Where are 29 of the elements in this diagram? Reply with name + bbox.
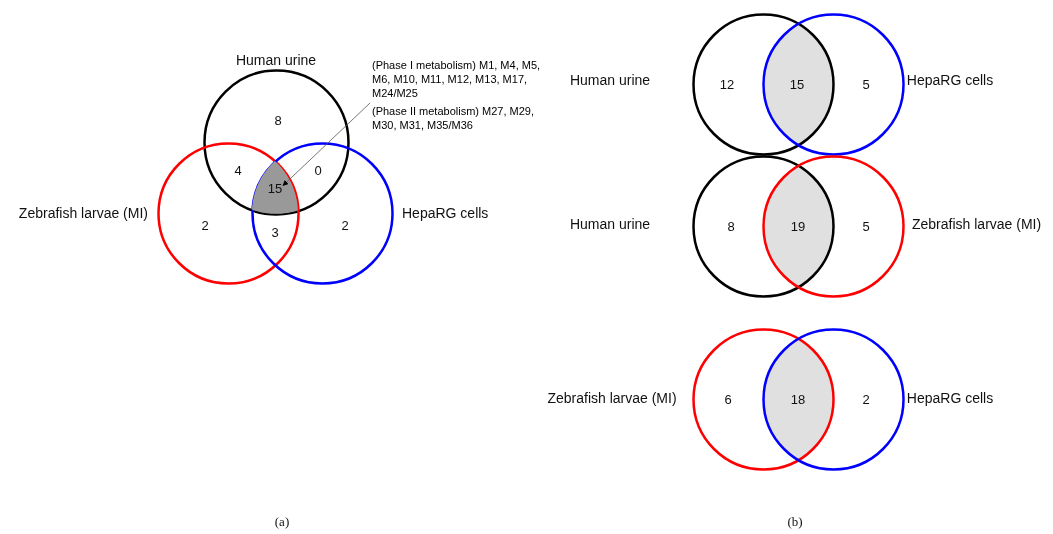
count-label: 2 bbox=[201, 217, 209, 233]
annotation-text: (Phase I metabolism) M1, M4, M5, M6, M10, M11, M12, M13, M17, M24/M25 bbox=[372, 58, 542, 100]
count-label: 18 bbox=[790, 391, 806, 407]
set-label: Human urine bbox=[569, 216, 651, 232]
count-label: 8 bbox=[274, 112, 282, 128]
count-label: 5 bbox=[862, 218, 870, 234]
count-label: 0 bbox=[314, 162, 322, 178]
set-label: Human urine bbox=[569, 72, 651, 88]
set-label: Zebrafish larvae (MI) bbox=[547, 390, 677, 406]
set-label: Zebrafish larvae (MI) bbox=[18, 205, 148, 221]
count-label: 2 bbox=[341, 217, 349, 233]
count-label: 19 bbox=[790, 218, 806, 234]
annotation-text: (Phase II metabolism) M27, M29, M30, M31, M35/M36 bbox=[372, 104, 535, 132]
set-label: HepaRG cells bbox=[906, 72, 994, 88]
count-label: 6 bbox=[724, 391, 732, 407]
panel-caption: (b) bbox=[787, 514, 803, 530]
set-label: Zebrafish larvae (MI) bbox=[912, 216, 1042, 232]
count-label: 12 bbox=[719, 76, 735, 92]
count-label: 8 bbox=[727, 218, 735, 234]
set-label: HepaRG cells bbox=[906, 390, 994, 406]
set-label: HepaRG cells bbox=[402, 205, 489, 221]
count-label: 2 bbox=[862, 391, 870, 407]
count-label: 15 bbox=[267, 180, 283, 196]
count-label: 15 bbox=[789, 76, 805, 92]
count-label: 3 bbox=[271, 224, 279, 240]
panel-caption: (a) bbox=[274, 514, 290, 530]
set-label: Human urine bbox=[235, 52, 317, 68]
count-label: 4 bbox=[234, 162, 242, 178]
count-label: 5 bbox=[862, 76, 870, 92]
